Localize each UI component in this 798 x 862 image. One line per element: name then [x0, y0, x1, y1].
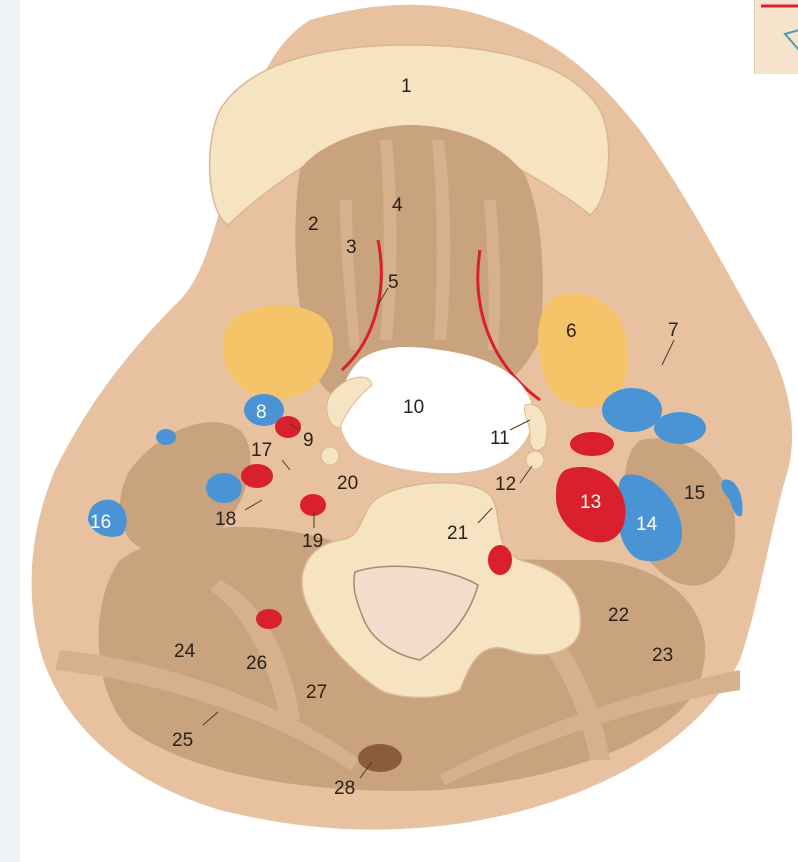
label-8: 8: [256, 402, 267, 423]
label-19: 19: [302, 531, 323, 552]
artery-9: [275, 416, 301, 438]
label-23: 23: [652, 645, 673, 666]
label-1: 1: [401, 76, 412, 97]
artery-21: [488, 545, 512, 575]
label-22: 22: [608, 605, 629, 626]
label-21: 21: [447, 523, 468, 544]
label-24: 24: [174, 641, 196, 662]
label-11: 11: [490, 428, 510, 449]
label-7: 7: [668, 320, 679, 341]
label-13: 13: [580, 492, 601, 513]
label-26: 26: [246, 653, 267, 674]
label-16: 16: [90, 512, 111, 533]
vein-upper-right: [602, 388, 662, 432]
vein-18: [206, 473, 242, 503]
label-17: 17: [251, 440, 272, 461]
label-10: 10: [403, 397, 424, 418]
small-bone-left: [321, 447, 339, 465]
label-12: 12: [495, 474, 516, 495]
label-20: 20: [337, 473, 358, 494]
artery-17: [241, 464, 273, 488]
label-3: 3: [346, 237, 357, 258]
artery-26: [256, 609, 282, 629]
artery-19: [300, 494, 326, 516]
artery-right-upper: [570, 432, 614, 456]
label-5: 5: [388, 272, 399, 293]
small-bone-right: [526, 451, 544, 469]
label-4: 4: [392, 195, 403, 216]
label-28: 28: [334, 778, 355, 799]
structure-28: [358, 744, 402, 772]
label-6: 6: [566, 321, 577, 342]
vein-right-2: [654, 412, 706, 444]
label-18: 18: [215, 509, 236, 530]
vein-left-small: [156, 429, 176, 445]
label-25: 25: [172, 730, 193, 751]
label-2: 2: [308, 214, 319, 235]
label-9: 9: [303, 430, 314, 451]
label-15: 15: [684, 483, 705, 504]
label-14: 14: [636, 514, 658, 535]
label-27: 27: [306, 682, 327, 703]
